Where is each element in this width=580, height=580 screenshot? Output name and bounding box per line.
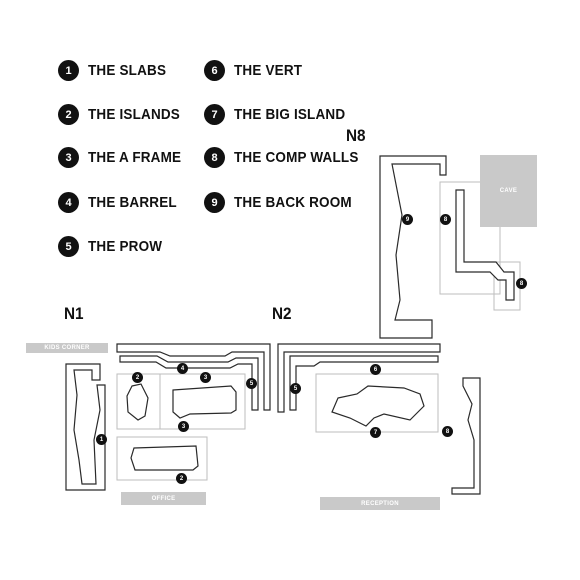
wall-back-room (379, 155, 447, 339)
wall-the-prow (289, 355, 439, 411)
wall-a-frame (172, 385, 237, 419)
marker-comp-walls: 8 (440, 214, 451, 225)
marker-back-room: 9 (402, 214, 413, 225)
marker-a-frame: 3 (178, 421, 189, 432)
zone-cave: CAVE (480, 155, 537, 227)
legend-item: 4 THE BARREL (58, 192, 187, 213)
legend-label: THE BACK ROOM (234, 194, 352, 211)
legend-item: 6 THE VERT (204, 60, 310, 81)
wall-comp-right (451, 377, 481, 495)
legend-label: THE BARREL (88, 194, 177, 211)
wall-the-slabs (65, 363, 106, 491)
legend-number-badge: 2 (58, 104, 79, 125)
marker-barrel: 4 (177, 363, 188, 374)
marker-comp-walls: 8 (516, 278, 527, 289)
legend-label: THE ISLANDS (88, 106, 180, 123)
area-label-n8: N8 (346, 126, 366, 145)
legend-number-badge: 6 (204, 60, 225, 81)
marker-slabs: 1 (96, 434, 107, 445)
marker-islands: 2 (176, 473, 187, 484)
legend-label: THE VERT (234, 62, 303, 79)
legend-number-badge: 9 (204, 192, 225, 213)
legend-number-badge: 8 (204, 147, 225, 168)
legend-item: 5 THE PROW (58, 236, 170, 257)
floor-outline-comp-walls (439, 181, 501, 295)
wall-island-office (130, 445, 199, 471)
legend-label: THE PROW (88, 238, 163, 255)
wall-the-barrel (116, 343, 271, 411)
area-label-n2: N2 (272, 304, 292, 323)
legend-number-badge: 5 (58, 236, 79, 257)
marker-prow: 5 (290, 383, 301, 394)
wall-comp-n8 (455, 189, 515, 301)
marker-prow: 5 (246, 378, 257, 389)
legend-item: 8 THE COMP WALLS (204, 147, 372, 168)
wall-island-small (126, 383, 149, 421)
area-label-n1: N1 (64, 304, 84, 323)
wall-big-island (331, 385, 425, 427)
legend-number-badge: 7 (204, 104, 225, 125)
legend-item: 1 THE SLABS (58, 60, 175, 81)
legend-label: THE BIG ISLAND (234, 106, 346, 123)
zone-reception: RECEPTION (320, 497, 440, 510)
legend-number-badge: 1 (58, 60, 79, 81)
zone-kids-corner: KIDS CORNER (26, 343, 108, 353)
wall-the-vert (277, 343, 441, 413)
floor-outline-office-island (116, 436, 208, 481)
legend-item: 3 THE A FRAME (58, 147, 192, 168)
marker-vert: 6 (370, 364, 381, 375)
legend-number-badge: 4 (58, 192, 79, 213)
legend-label: THE SLABS (88, 62, 167, 79)
marker-big-island: 7 (370, 427, 381, 438)
legend-label: THE COMP WALLS (234, 149, 359, 166)
legend-item: 2 THE ISLANDS (58, 104, 190, 125)
legend-label: THE A FRAME (88, 149, 182, 166)
marker-comp-walls: 8 (442, 426, 453, 437)
legend-item: 7 THE BIG ISLAND (204, 104, 358, 125)
marker-islands: 2 (132, 372, 143, 383)
marker-a-frame: 3 (200, 372, 211, 383)
legend-number-badge: 3 (58, 147, 79, 168)
wall-barrel-inner (119, 355, 259, 411)
legend-item: 9 THE BACK ROOM (204, 192, 365, 213)
zone-office: OFFICE (121, 492, 206, 505)
